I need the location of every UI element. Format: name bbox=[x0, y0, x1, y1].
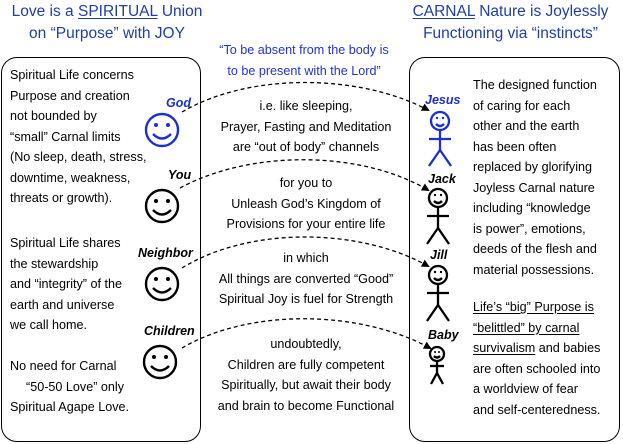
right-p1-line: including “knowledge bbox=[473, 201, 591, 215]
right-p2-line: and self-centeredness. bbox=[473, 402, 601, 417]
connector-arrow-god-jesus bbox=[181, 81, 430, 113]
right-p2-line: a worldview of fear bbox=[473, 382, 578, 396]
figure-label-baby: Baby bbox=[428, 328, 459, 342]
right-title-line1: CARNAL Nature is Joylessly bbox=[398, 1, 623, 23]
middle-text-2: for you to Unleash God’s Kingdom of Prov… bbox=[196, 173, 416, 235]
right-title: CARNAL Nature is Joylessly Functioning v… bbox=[398, 1, 623, 45]
left-paragraph-1: Spiritual Life concerns Purpose and crea… bbox=[10, 65, 147, 209]
left-p1-line: (No sleep, death, stress, bbox=[10, 150, 147, 164]
left-title-line2: on “Purpose” with JOY bbox=[29, 25, 185, 42]
left-p2-line: and “integrity” of the bbox=[10, 277, 123, 291]
right-p1-line: is power”, emotions, bbox=[473, 221, 586, 236]
middle-line: Unleash God’s Kingdom of bbox=[231, 196, 381, 211]
smiley-god-icon bbox=[144, 112, 180, 148]
figure-label-jill: Jill bbox=[430, 248, 448, 262]
connector-arrow-you-jack bbox=[179, 159, 430, 192]
stick-figure-baby-icon bbox=[428, 345, 446, 385]
scripture-quote: “To be absent from the body is to be pre… bbox=[206, 40, 402, 81]
right-p2-underlined-line: Life’s “big” Purpose is bbox=[473, 300, 594, 314]
middle-text-3: in which All things are converted “Good”… bbox=[196, 248, 416, 310]
right-title-suffix: Nature is Joylessly bbox=[474, 3, 609, 20]
middle-line: All things are converted “Good” bbox=[218, 271, 394, 286]
figure-label-jack: Jack bbox=[428, 172, 456, 186]
stick-figure-jack-icon bbox=[426, 187, 450, 245]
middle-line: Prayer, Fasting and Meditation bbox=[220, 119, 392, 134]
right-paragraph-2: Life’s “big” Purpose is “belittled” by c… bbox=[473, 297, 600, 420]
left-title-prefix: Love is a bbox=[11, 3, 78, 20]
middle-line: Provisions for your entire life bbox=[226, 217, 386, 231]
right-p1-line: has been often bbox=[473, 139, 557, 154]
right-p1-line: material possessions. bbox=[473, 262, 595, 277]
left-p2-line: we call home. bbox=[10, 318, 87, 332]
left-title: Love is a SPIRITUAL Union on “Purpose” w… bbox=[0, 1, 214, 45]
left-paragraph-2: Spiritual Life shares the stewardship an… bbox=[10, 233, 122, 336]
right-p2-line-rest: and babies bbox=[535, 341, 601, 355]
right-p1-line: replaced by glorifying bbox=[473, 160, 593, 174]
left-title-emphasis: SPIRITUAL bbox=[78, 3, 158, 20]
right-p1-line: other and the earth bbox=[473, 119, 580, 133]
face-label-god: God bbox=[166, 96, 191, 110]
left-p3-line: “50-50 Love” only bbox=[26, 379, 125, 394]
left-panel bbox=[1, 57, 201, 442]
right-p1-line: Joyless Carnal nature bbox=[473, 180, 595, 195]
right-title-line2: Functioning via “instincts” bbox=[423, 25, 598, 42]
left-p1-line: Spiritual Life concerns bbox=[10, 68, 134, 82]
middle-line: in which bbox=[283, 251, 329, 265]
left-title-suffix: Union bbox=[157, 3, 203, 20]
right-p1-line: of caring for each bbox=[473, 98, 571, 113]
right-p2-underlined-line: “belittled” by carnal bbox=[473, 320, 580, 335]
left-title-line1: Love is a SPIRITUAL Union bbox=[0, 1, 214, 23]
right-p2-line-survivalism: survivalism and babies bbox=[473, 338, 600, 359]
left-paragraph-3: No need for Carnal “50-50 Love” only Spi… bbox=[10, 356, 129, 418]
left-p1-line: not bounded by bbox=[10, 109, 97, 123]
right-title-emphasis: CARNAL bbox=[412, 3, 475, 20]
quote-line2: to be present with the Lord” bbox=[227, 63, 381, 78]
figure-label-jesus: Jesus bbox=[425, 93, 461, 107]
middle-line: and brain to become Functional bbox=[217, 398, 395, 413]
smiley-neighbor-icon bbox=[144, 266, 180, 302]
left-p2-line: earth and universe bbox=[10, 297, 115, 312]
left-p3-line: Spiritual Agape Love. bbox=[10, 400, 130, 414]
left-p2-line: Spiritual Life shares bbox=[10, 236, 121, 250]
quote-line1: “To be absent from the body is bbox=[219, 43, 389, 57]
right-panel bbox=[409, 57, 620, 442]
face-label-you: You bbox=[168, 168, 192, 182]
left-p2-line: the stewardship bbox=[10, 256, 99, 271]
middle-line: Spiritual Joy is fuel for Strength bbox=[218, 292, 394, 306]
right-p2-underlined-word: survivalism bbox=[473, 341, 536, 355]
stick-figure-jesus-icon bbox=[428, 110, 452, 167]
middle-line: Children are fully competent bbox=[227, 357, 385, 372]
left-p1-line: downtime, weakness, bbox=[10, 170, 131, 185]
right-p2-line: are often schooled into bbox=[473, 361, 601, 376]
smiley-children-icon bbox=[142, 344, 178, 380]
face-label-children: Children bbox=[144, 324, 195, 338]
middle-line: Spiritually, but await their body bbox=[221, 378, 391, 392]
right-p1-line: The designed function bbox=[473, 78, 597, 92]
left-p1-line: Purpose and creation bbox=[10, 88, 130, 103]
left-p1-line: threats or growth). bbox=[10, 191, 113, 205]
middle-text-4: undoubtedly, Children are fully competen… bbox=[196, 334, 416, 416]
left-p1-line: “small” Carnal limits bbox=[10, 129, 121, 144]
face-label-neighbor: Neighbor bbox=[138, 246, 193, 260]
left-p3-line: No need for Carnal bbox=[10, 359, 117, 373]
middle-line: i.e. like sleeping, bbox=[259, 99, 353, 113]
stick-figure-jill-icon bbox=[426, 264, 450, 322]
smiley-you-icon bbox=[144, 188, 180, 224]
right-paragraph-1: The designed function of caring for each… bbox=[473, 75, 597, 280]
right-p1-line: deeds of the flesh and bbox=[473, 242, 597, 256]
middle-text-1: i.e. like sleeping, Prayer, Fasting and … bbox=[196, 96, 416, 158]
connector-arrow-neighbor-jill bbox=[181, 236, 430, 269]
middle-line: for you to bbox=[279, 176, 333, 190]
middle-line: are “out of body” channels bbox=[232, 140, 380, 154]
connector-arrow-children-baby bbox=[181, 318, 432, 349]
middle-line: undoubtedly, bbox=[270, 337, 342, 351]
